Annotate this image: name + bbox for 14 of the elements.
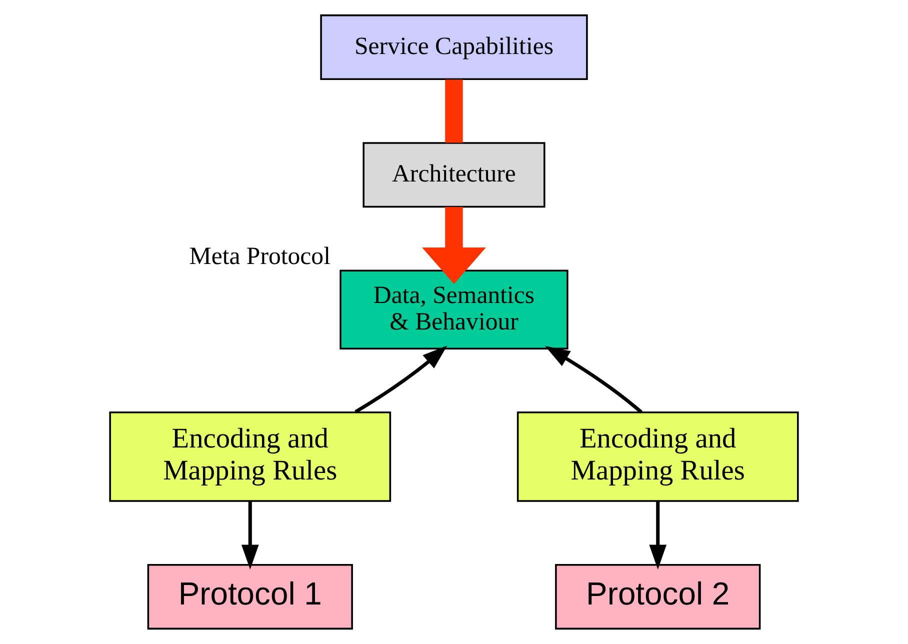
node-box: Architecture bbox=[362, 142, 546, 208]
arrow bbox=[241, 502, 259, 570]
arrow bbox=[545, 346, 642, 414]
connector bbox=[445, 80, 463, 143]
node-box: Encoding and Mapping Rules bbox=[109, 412, 392, 502]
node-box: Encoding and Mapping Rules bbox=[516, 412, 799, 502]
node-box: Protocol 2 bbox=[555, 564, 761, 630]
node-box: Service Capabilities bbox=[320, 14, 588, 80]
node-box: Protocol 1 bbox=[147, 564, 353, 630]
arrow bbox=[422, 207, 486, 284]
arrow bbox=[649, 502, 667, 570]
node-label: Meta Protocol bbox=[189, 242, 330, 270]
node-box: Data, Semantics & Behaviour bbox=[340, 270, 568, 350]
arrow bbox=[354, 346, 448, 414]
